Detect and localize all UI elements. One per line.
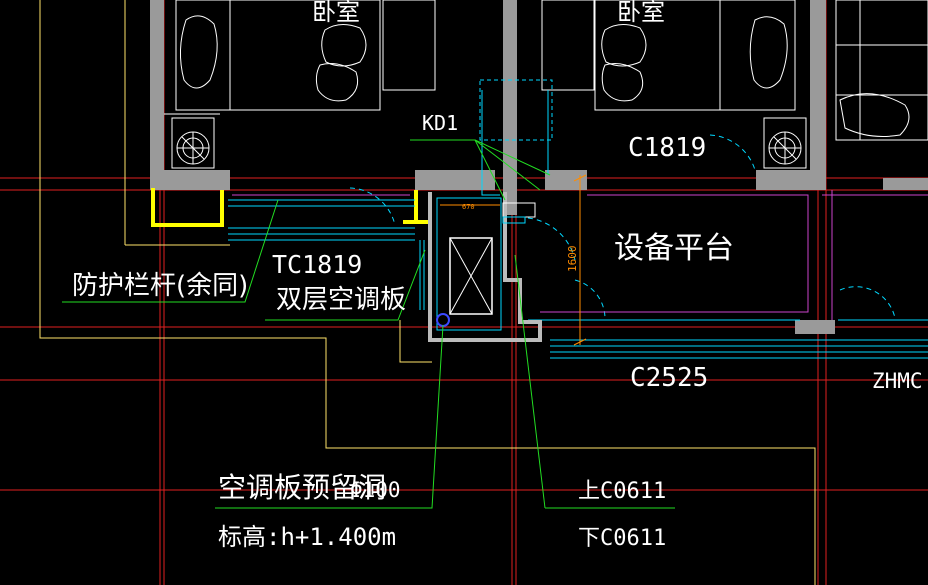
- railing-note-label: 防护栏杆(余同): [72, 271, 248, 301]
- bed-pillows: [180, 15, 910, 137]
- window-lines: [228, 79, 928, 359]
- leader-tc1819: [265, 249, 426, 321]
- ac-enclosure-inner: [436, 197, 502, 331]
- ac-enclosure-wall: [428, 192, 542, 342]
- zhmc-label: ZHMC: [872, 369, 923, 393]
- wall-left: [150, 0, 164, 190]
- upper-c0611-label: 上C0611: [578, 479, 666, 504]
- exhaust-fans: [176, 131, 802, 165]
- leader-ac-hole: [215, 324, 444, 509]
- fan-box-right: [763, 117, 807, 169]
- leader-c0611-diag: [514, 254, 546, 509]
- c2525-label: C2525: [630, 363, 708, 393]
- desk-right: [541, 0, 595, 91]
- ac-hole-label: 空调板预留洞: [218, 471, 386, 504]
- dim-1600-label: 1600: [566, 246, 579, 273]
- railing-left: [151, 188, 224, 227]
- railings: [151, 188, 428, 227]
- wall-far-right: [883, 178, 928, 190]
- kd1-label: KD1: [422, 111, 458, 135]
- wall-left-bottom: [150, 170, 230, 190]
- room-lines: [164, 0, 928, 169]
- wall-right-bottom: [756, 170, 826, 190]
- sofa-far-right: [835, 0, 928, 141]
- kd1-sill: [502, 216, 526, 224]
- bed-left: [175, 0, 381, 111]
- ac-unit-box: [449, 237, 493, 315]
- elevation-label: 标高:h+1.400m: [218, 523, 396, 551]
- ac-unit-cross-2: [449, 237, 493, 315]
- door-swing-platform: [574, 279, 606, 319]
- door-swing-left: [349, 187, 396, 226]
- boundary-outline: [39, 0, 816, 585]
- c1819-label: C1819: [628, 133, 706, 163]
- leader-kd1-2: [474, 139, 541, 191]
- walls: [150, 0, 928, 334]
- boundary-ac-box: [399, 320, 432, 363]
- wall-right: [810, 0, 826, 190]
- duct-left: [481, 90, 500, 196]
- pillow-left-1: [321, 24, 367, 67]
- pillow-right-1: [601, 24, 647, 67]
- wall-mid-bottom: [415, 170, 495, 190]
- wall-center: [503, 0, 517, 215]
- bed-right: [594, 0, 796, 111]
- fan-right-spoke-3: [773, 136, 797, 160]
- wall-center-right: [545, 170, 587, 190]
- fan-left-spoke-3: [181, 136, 205, 160]
- wall-right-lower: [795, 320, 835, 334]
- dim-1600-tick-top: [573, 174, 587, 182]
- door-swing-right: [839, 286, 896, 319]
- labels: 卧室 卧室 KD1 C1819 设备平台 1600 670 防护栏杆(余同) T…: [72, 0, 923, 551]
- equipment-platform-label: 设备平台: [614, 231, 734, 266]
- desk-left: [382, 0, 436, 91]
- leader-kd1-3: [474, 139, 551, 176]
- leader-lines: [62, 139, 675, 509]
- fan-box-left: [171, 117, 215, 169]
- pillow-right-2: [601, 63, 644, 102]
- pillow-right-side: [749, 16, 788, 89]
- boundary-polyline: [39, 0, 816, 585]
- ac-hole-diameter-label: Φ100: [350, 478, 401, 502]
- pillow-left-side: [180, 15, 218, 89]
- platform-slab: [540, 194, 809, 313]
- dim-670-label: 670: [462, 203, 475, 211]
- door-swing-c1819: [709, 134, 756, 171]
- duct-box: [479, 79, 553, 141]
- pillow-left-2: [315, 63, 359, 102]
- lower-c0611-label: 下C0611: [578, 526, 666, 551]
- dimension-1600: [440, 174, 587, 346]
- double-ac-board-label: 双层空调板: [276, 285, 406, 315]
- room-label-left: 卧室: [312, 0, 360, 26]
- ac-enclosure: [419, 192, 542, 342]
- ac-hole-circle-icon: [436, 313, 450, 327]
- dim-1600-tick-bottom: [573, 338, 587, 346]
- tc1819-label: TC1819: [272, 250, 362, 279]
- leader-railing: [62, 199, 279, 303]
- cushion-far-right: [839, 93, 910, 137]
- slab-outlines: [232, 190, 928, 320]
- room-label-right: 卧室: [617, 0, 665, 26]
